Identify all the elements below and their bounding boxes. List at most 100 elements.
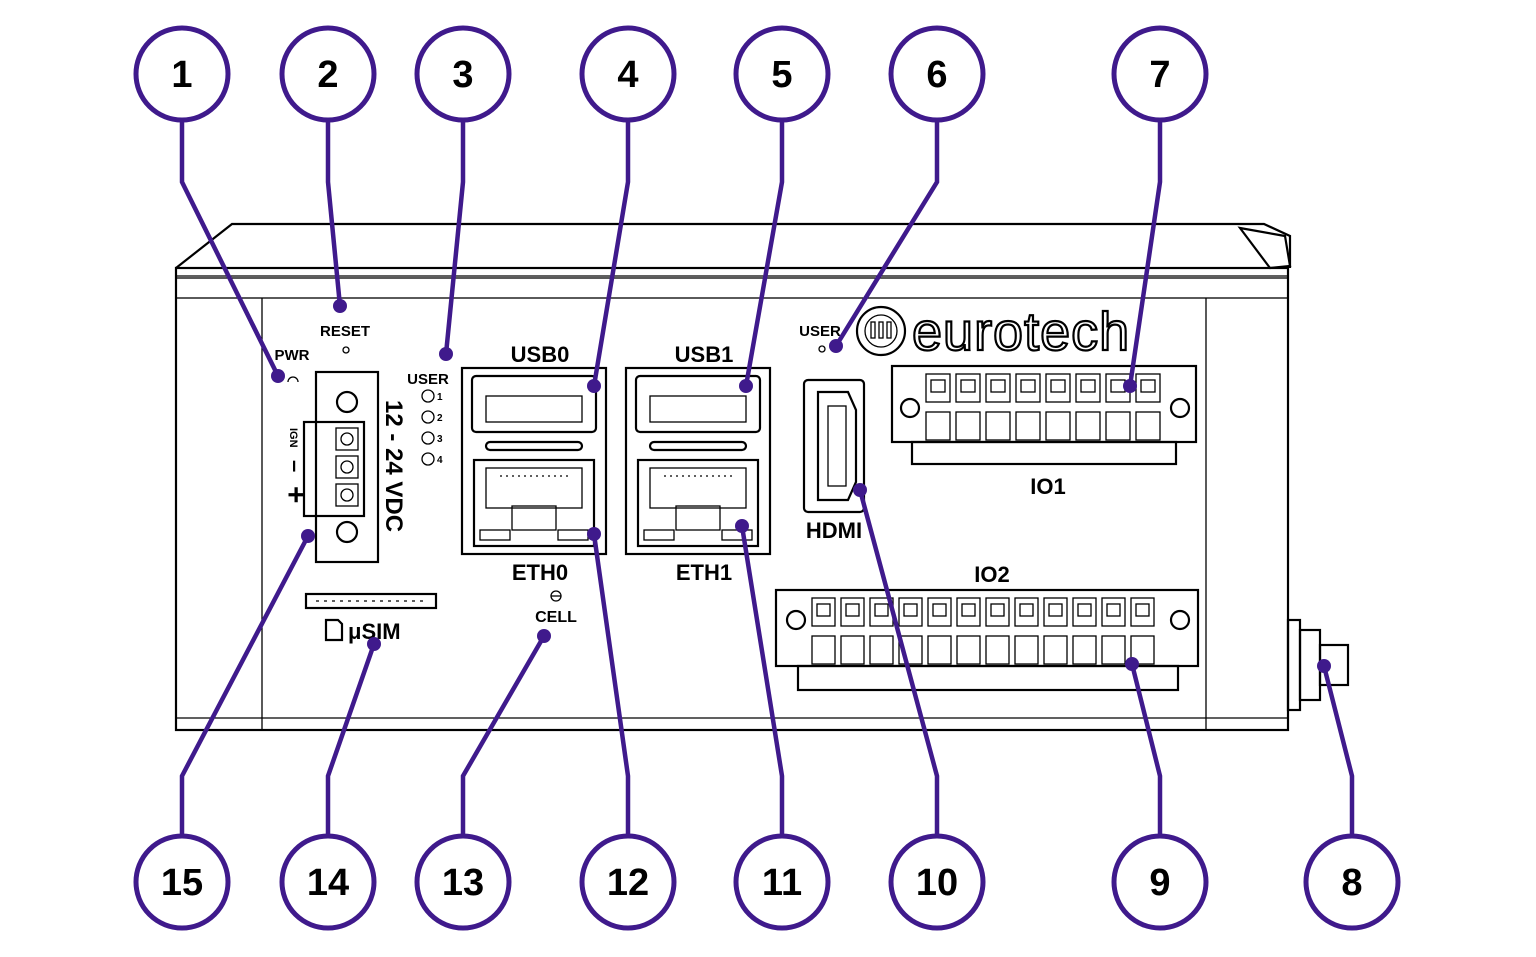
svg-text:8: 8 [1341,862,1362,904]
svg-text:12: 12 [607,862,649,904]
reset-label: RESET [320,323,370,340]
user-leds: USER 1 2 3 4 [407,371,449,466]
user-button[interactable] [818,345,826,353]
leader-lines [179,120,1355,836]
reset-button[interactable] [342,346,350,354]
terminal-pin-hole [1110,379,1126,393]
callout-15: 15 [133,833,231,931]
terminal-pin-hole [961,603,976,617]
terminal-pin-top [840,597,865,627]
terminal-pin-hole [1050,379,1066,393]
led-1-label: 1 [437,392,443,403]
terminal-pin-top [1130,597,1155,627]
callout-6: 6 [888,25,986,123]
terminal-pin-bottom [927,635,952,665]
cell-label: CELL [535,609,577,626]
usb1-label: USB1 [675,342,734,367]
terminal-pin-top [811,597,836,627]
callout-14: 14 [279,833,377,931]
svg-text:3: 3 [452,54,473,96]
enclosure [174,222,1292,732]
terminal-pin-hole [1135,603,1150,617]
terminal-pin-top [1075,373,1101,403]
callout-3: 3 [414,25,512,123]
callout-11: 11 [733,833,831,931]
power-terminal-block[interactable] [302,370,380,564]
callout-13: 13 [414,833,512,931]
terminal-pin-bottom [1045,411,1071,441]
terminal-pin-hole [990,379,1006,393]
svg-text:10: 10 [916,862,958,904]
callout-10: 10 [888,833,986,931]
terminal-pin-hole [903,603,918,617]
terminal-pin-hole [1048,603,1063,617]
terminal-pin-bottom [811,635,836,665]
power-ign-label: IGN [287,428,299,448]
svg-text:13: 13 [442,862,484,904]
callout-1: 1 [133,25,231,123]
terminal-pin-hole [1106,603,1121,617]
pwr-label: PWR [275,347,310,364]
usb1-port[interactable] [634,374,762,434]
terminal-pin-bottom [925,411,951,441]
terminal-pin-hole [1080,379,1096,393]
svg-text:11: 11 [762,862,802,904]
terminal-pin-bottom [1101,635,1126,665]
terminal-pin-top [1043,597,1068,627]
io1-label: IO1 [1030,474,1065,499]
usb0-label: USB0 [511,342,570,367]
terminal-pin-bottom [869,635,894,665]
io2-label: IO2 [974,562,1009,587]
terminal-pin-hole [1140,379,1156,393]
terminal-pin-hole [1077,603,1092,617]
usb0-eth0-block: USB0 ETH0 [460,342,608,585]
terminal-pin-hole [1019,603,1034,617]
terminal-pin-bottom [955,411,981,441]
terminal-pin-hole [930,379,946,393]
power-voltage-label: 12 - 24 VDC [380,400,407,532]
terminal-pin-top [927,597,952,627]
power-minus-label: – [283,460,308,472]
terminal-pin-top [1101,597,1126,627]
leader-endpoints [271,299,1331,673]
eth1-port[interactable] [636,458,760,548]
terminal-pin-hole [932,603,947,617]
hdmi-label: HDMI [806,518,862,543]
usb0-port[interactable] [470,374,598,434]
callout-2: 2 [279,25,377,123]
terminal-pin-top [985,597,1010,627]
io1-terminal-block[interactable] [890,364,1198,466]
terminal-pin-top [955,373,981,403]
svg-text:1: 1 [171,54,192,96]
terminal-pin-top [1014,597,1039,627]
terminal-pin-bottom [1135,411,1161,441]
terminal-pin-top [1135,373,1161,403]
terminal-pin-hole [874,603,889,617]
svg-text:4: 4 [617,54,638,96]
usim-slot[interactable] [304,592,438,610]
callout-8: 8 [1303,833,1401,931]
eth0-port[interactable] [472,458,596,548]
terminal-pin-bottom [1014,635,1039,665]
hdmi-port[interactable] [816,390,858,502]
terminal-pin-top [898,597,923,627]
terminal-pin-top [925,373,951,403]
brand-wordmark: eurotech [912,302,1130,362]
power-plus-label: + [279,486,312,504]
svg-text:2: 2 [317,54,338,96]
terminal-pin-bottom [1105,411,1131,441]
user-button-label: USER [799,323,841,340]
led-2-label: 2 [437,413,443,424]
terminal-pin-hole [845,603,860,617]
terminal-pin-top [1015,373,1041,403]
callout-7: 7 [1111,25,1209,123]
antenna-connector [1286,618,1350,712]
svg-text:15: 15 [161,862,203,904]
terminal-pin-bottom [1130,635,1155,665]
terminal-pin-bottom [1043,635,1068,665]
svg-text:5: 5 [771,54,792,96]
terminal-pin-hole [816,603,831,617]
eth1-label: ETH1 [676,560,732,585]
callout-4: 4 [579,25,677,123]
